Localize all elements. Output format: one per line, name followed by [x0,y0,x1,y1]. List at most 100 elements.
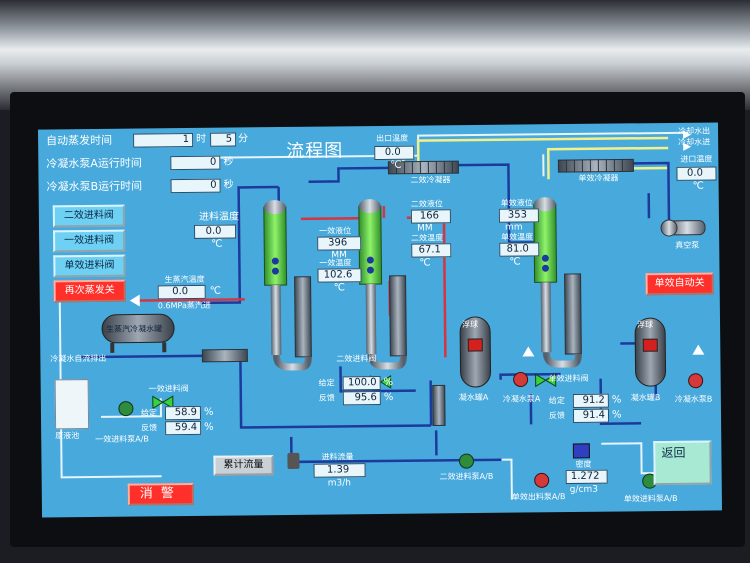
minute-unit: 分 [238,133,249,145]
pump-a-label: 冷凝水泵A运行时间 [46,156,142,171]
hmi-screen: 自动蒸发时间 1 时 5 分 冷凝水泵A运行时间 0 秒 冷凝水泵B运行时间 0… [37,122,723,518]
second-set-value[interactable]: 100.0 [342,375,381,391]
single-temp-value: 81.0 [499,242,540,257]
single-temp-label: 单效温度 [501,232,534,242]
flow-label: 进料流量 [321,452,354,462]
re-evaporate-button[interactable]: 再次蒸发关 [53,279,126,303]
feed-temp-value: 0.0 [193,224,237,239]
flow-value: 1.39 [313,463,366,478]
outlet-temp-label: 出口温度 [376,133,409,144]
condensate-drain-label: 冷凝水自流排出 [50,353,107,364]
condensate-tank-label: 生蒸汽冷凝水罐 [106,324,163,334]
second-feed-valve-button[interactable]: 二效进料阀 [52,204,126,228]
second-temp-label: 二效温度 [411,233,444,243]
total-flow-button[interactable]: 累计流量 [213,455,274,476]
single-set-unit: % [611,394,622,406]
single-valve-label: 单效进料阀 [548,373,589,384]
second-valve-label: 二效进料阀 [336,354,377,364]
second-temp-value: 67.1 [411,243,452,258]
back-button[interactable]: 返回 [653,440,712,486]
pump-b-runtime: 0 [170,178,221,194]
second-fb-unit: % [383,391,394,403]
cooling-out-label: 冷却水出 [677,126,711,136]
steam-inlet-label: 0.6MPa蒸汽进 [157,300,211,311]
first-set-value[interactable]: 58.9 [164,405,202,421]
density-value: 1.272 [565,469,608,485]
inlet-temp-unit: ℃ [692,180,704,192]
single-condenser-label: 单效冷凝器 [578,173,619,183]
second-set-label: 给定 [318,378,335,388]
steam-temp-unit: ℃ [209,285,221,297]
feed-temp-label: 进料温度 [198,211,239,223]
cond-pump-b-label: 冷凝水泵B [674,394,713,404]
first-set-unit: % [203,406,214,418]
auto-evap-label: 自动蒸发时间 [46,133,113,148]
inlet-temp-value: 0.0 [676,166,717,181]
float-label-b: 浮球 [637,320,654,330]
single-feed-valve-button[interactable]: 单效进料阀 [53,254,126,278]
single-effect-evaporator [533,197,582,368]
cond-pump-a-label: 冷凝水泵A [502,394,541,404]
hour-unit: 时 [196,133,207,145]
outlet-temp-value: 0.0 [374,145,415,161]
second-effect-evaporator [358,199,407,370]
first-valve-label: 一效进料阀 [148,384,189,394]
second-unit-a: 秒 [223,156,234,168]
flowmeter-icon [287,452,300,469]
single-level-label: 单效液位 [500,198,533,208]
raw-tank-label: 原液池 [55,431,80,441]
auto-evap-minutes-input[interactable]: 5 [210,132,237,147]
second-fb-value: 95.6 [342,390,381,406]
first-feed-pump-label: 一效进料泵A/B [95,434,149,444]
first-temp-unit: ℃ [333,282,345,294]
single-fb-value: 91.4 [572,408,610,423]
first-level-label: 一效液位 [319,226,352,236]
process-pipes [58,130,706,500]
monitor-bezel-top [0,0,750,110]
cooling-in-label: 冷却水进 [678,137,711,147]
single-fb-unit: % [611,409,622,421]
single-feed-pump-label: 单效进料泵A/B [623,493,678,504]
steam-temp-value: 0.0 [157,284,206,300]
cond-tank-a-label: 凝水罐A [458,392,489,403]
first-feed-valve-button[interactable]: 一效进料阀 [53,229,126,253]
alarm-clear-button[interactable]: 消警 [127,482,194,506]
page-title: 流程图 [286,140,344,162]
first-fb-value: 59.4 [165,420,202,436]
feed-temp-unit: ℃ [211,238,223,250]
raw-liquid-tank [54,379,90,430]
single-auto-button[interactable]: 单效自动关 [645,272,714,296]
density-unit: g/cm3 [569,484,599,496]
condensate-tank-shape [101,313,175,353]
second-temp-unit: ℃ [419,257,431,269]
first-set-label: 给定 [140,408,158,418]
inlet-temp-label: 进口温度 [680,154,713,164]
second-feed-pump-label: 二效进料泵A/B [439,471,494,482]
outlet-temp-unit: ℃ [390,159,402,171]
cond-tank-b-label: 凝水罐B [630,393,661,403]
second-level-label: 二效液位 [410,199,443,209]
back-label: 返回 [661,445,686,461]
pump-a-runtime: 0 [170,155,221,171]
density-label: 密度 [575,459,592,469]
auto-evap-hours-input[interactable]: 1 [133,132,194,148]
flow-unit: m3/h [327,478,351,489]
float-label-a: 浮球 [462,319,479,330]
single-drain-pump-label: 单效出料泵A/B [511,492,566,502]
vacuum-pump-label: 真空泵 [675,240,700,250]
single-set-value[interactable]: 91.2 [572,393,609,408]
first-temp-label: 一效温度 [319,258,352,268]
first-temp-value: 102.6 [317,268,362,283]
first-fb-label: 反馈 [141,423,158,433]
steam-temp-label: 生蒸汽温度 [164,274,205,285]
single-temp-unit: ℃ [509,256,521,268]
single-fb-label: 反馈 [548,411,566,421]
single-set-label: 给定 [548,396,565,406]
second-set-unit: % [383,376,394,388]
pump-b-label: 冷凝水泵B运行时间 [46,179,143,194]
first-fb-unit: % [204,421,214,433]
first-effect-evaporator [263,200,312,371]
second-unit-b: 秒 [223,179,234,191]
second-condenser-label: 二效冷凝器 [410,175,451,185]
second-fb-label: 反馈 [318,393,335,403]
